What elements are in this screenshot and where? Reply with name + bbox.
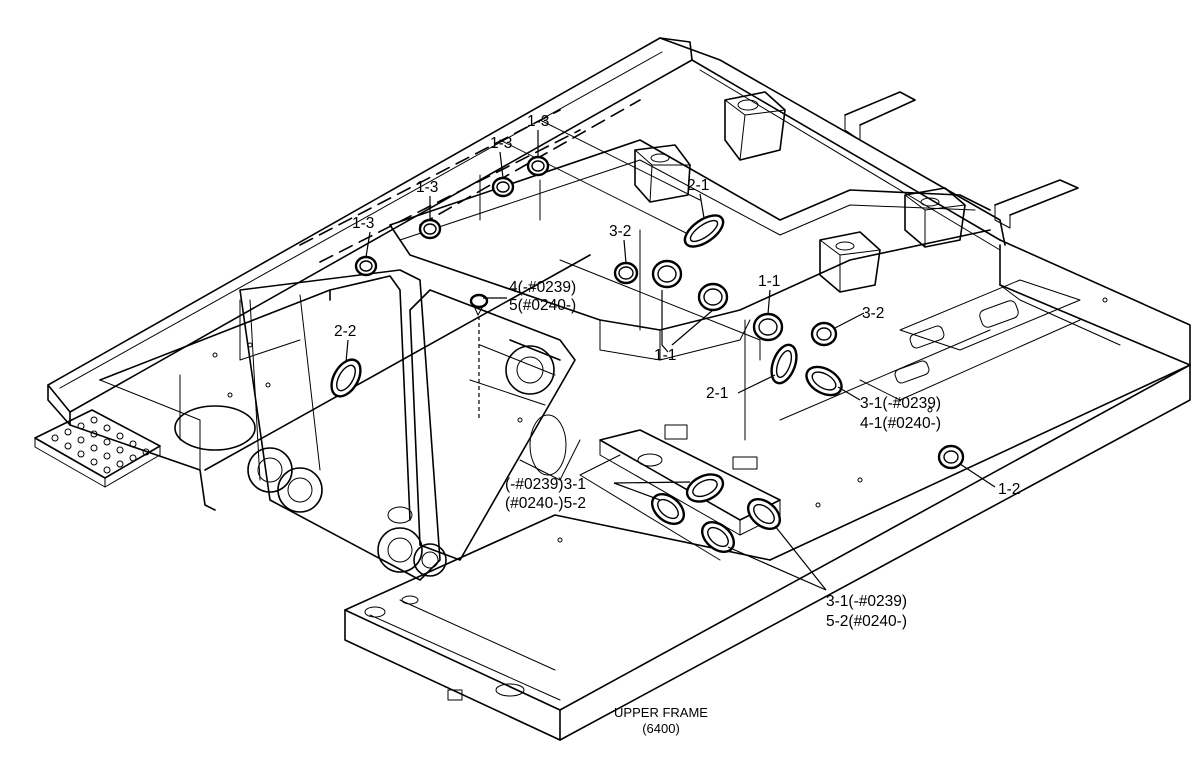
diagram-caption: UPPER FRAME (6400) (614, 705, 708, 736)
callout-1-3-a: 1-3 (352, 215, 374, 232)
callout-2-1-lower: 2-1 (706, 385, 728, 402)
callout-3-2-left: 3-2 (609, 223, 631, 240)
callout-2-1-top: 2-1 (687, 177, 709, 194)
ring-3-2-right (810, 321, 838, 347)
callout-1-2: 1-2 (998, 481, 1020, 498)
caption-title: UPPER FRAME (614, 705, 708, 720)
ring-1-3-a (354, 255, 378, 277)
callout-1-3-b: 1-3 (416, 179, 438, 196)
ring-1-1-right (752, 312, 784, 342)
step-plate-holes (51, 416, 150, 474)
callout-2-2: 2-2 (334, 323, 356, 340)
callout-4-1-right: 4-1(#0240-) (860, 415, 941, 432)
ring-1-3-b (418, 218, 442, 240)
ring-3-1-4-1 (805, 365, 843, 397)
ring-5-2-lower-b (701, 521, 735, 553)
callout-1-1-pair: 1-1 (654, 347, 676, 364)
callout-3-1-lower-right: 3-1(-#0239) (826, 593, 907, 610)
ring-1-2 (937, 444, 965, 470)
ring-1-3-c (491, 176, 515, 198)
hidden-lines (299, 99, 641, 263)
grommets (330, 155, 965, 553)
ring-1-3-d (526, 155, 550, 177)
callout-5-plug: 5(#0240-) (509, 297, 576, 314)
callout-5-2-lower-right: 5-2(#0240-) (826, 613, 907, 630)
ring-1-1-a (651, 259, 683, 289)
ring-1-1-b (697, 282, 729, 312)
caption-code: (6400) (642, 721, 680, 736)
leader-lines (345, 130, 996, 591)
ring-2-2 (330, 358, 362, 398)
ring-3-1-lower-b (747, 498, 781, 530)
frame-outline (34, 37, 1191, 741)
ring-3-2-left (613, 261, 639, 285)
callout-5-2-lower-left: (#0240-)5-2 (505, 495, 586, 512)
ring-2-1-top (683, 214, 725, 248)
ring-5-2-lower-a (651, 493, 685, 525)
callout-3-1-right: 3-1(-#0239) (860, 395, 941, 412)
callout-4-plug: 4(-#0239) (509, 279, 576, 296)
callout-labels: 1-3 1-3 1-3 1-3 2-1 3-2 4(-#0239) 5(#024… (334, 113, 1020, 630)
callout-1-3-c: 1-3 (490, 135, 512, 152)
callout-3-2-right: 3-2 (862, 305, 884, 322)
ring-3-1-lower-a (685, 473, 725, 503)
callout-1-3-d: 1-3 (527, 113, 549, 130)
callout-3-1-lower-left: (-#0239)3-1 (505, 476, 586, 493)
callout-1-1-right: 1-1 (758, 273, 780, 290)
ring-2-1-lower (770, 343, 798, 385)
